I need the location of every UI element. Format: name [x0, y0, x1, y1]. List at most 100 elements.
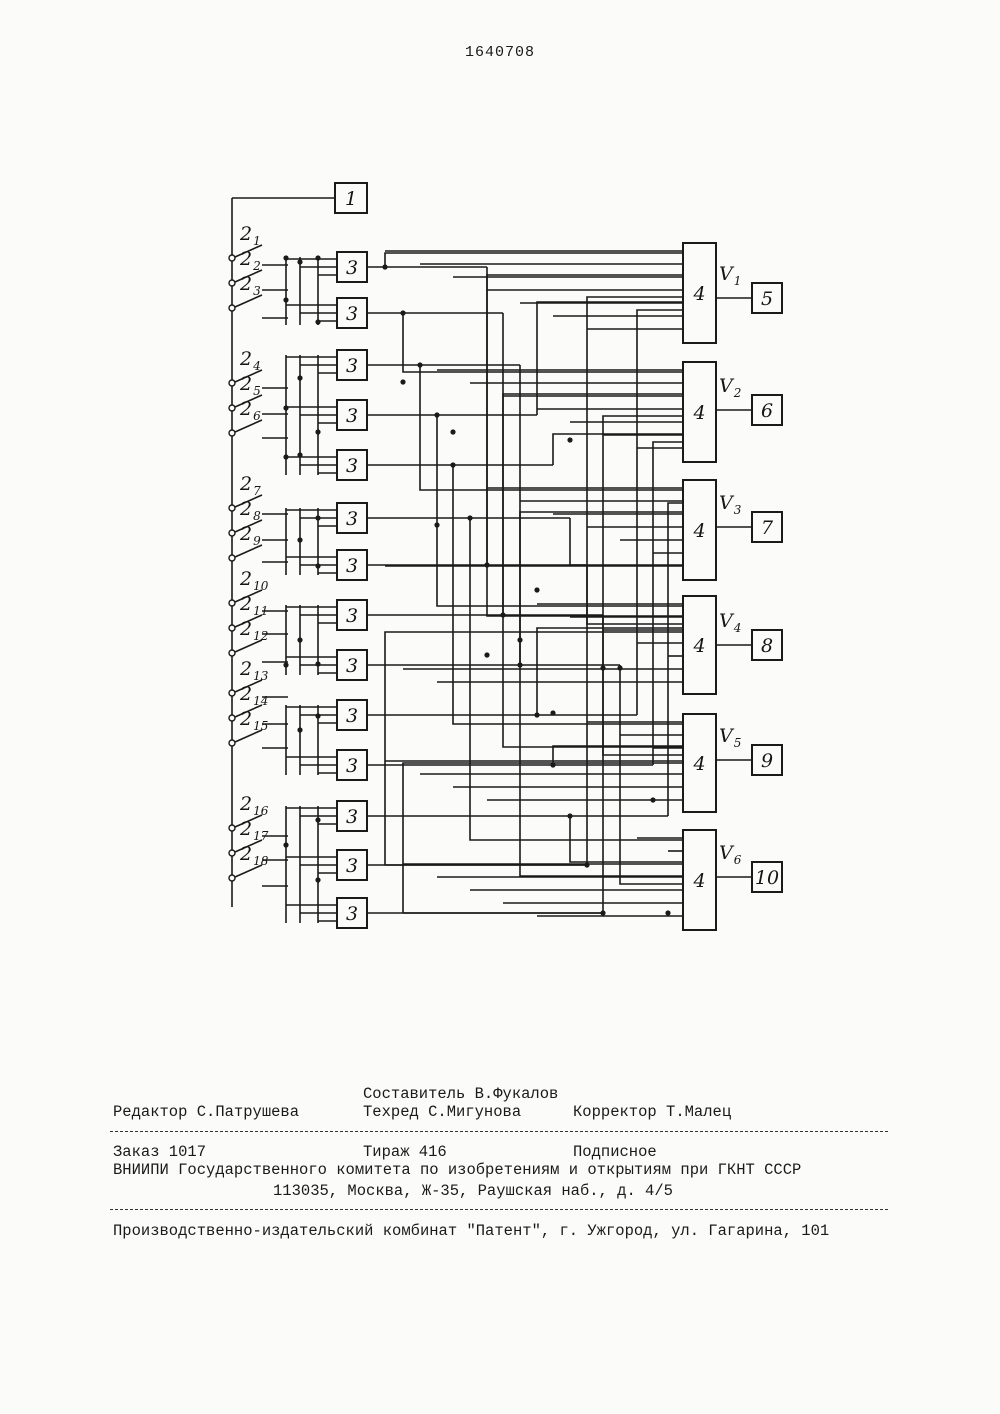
switch-contact: [229, 650, 235, 656]
junction-dot: [484, 652, 489, 657]
output-label: V6: [719, 842, 742, 867]
junction-dot: [434, 522, 439, 527]
combiner-4-label: 4: [692, 635, 705, 657]
junction-dot: [400, 310, 405, 315]
junction-dot: [297, 537, 302, 542]
institution-address: 113035, Москва, Ж-35, Раушская наб., д. …: [273, 1182, 673, 1200]
switch-label: 218: [239, 843, 269, 868]
switch-contact: [229, 505, 235, 511]
junction-dot: [600, 665, 605, 670]
gate-11-label: 3: [346, 755, 358, 777]
gate-3-label: 3: [346, 355, 358, 377]
junction-dot: [534, 712, 539, 717]
combiner-6: 4: [683, 830, 716, 930]
switch-label: 214: [239, 683, 268, 708]
switch-contact: [229, 530, 235, 536]
junction-dot: [484, 562, 489, 567]
switch-label: 25: [239, 373, 261, 398]
junction-dot: [283, 842, 288, 847]
junction-dot: [567, 813, 572, 818]
gate-9: 3: [337, 650, 367, 680]
junction-dot: [283, 297, 288, 302]
junction-dot: [315, 319, 320, 324]
gate-13-label: 3: [346, 855, 358, 877]
gate-12-label: 3: [346, 806, 358, 828]
switch-label: 24: [239, 348, 261, 373]
gate-12: 3: [337, 801, 367, 831]
indicator-6-label: 10: [755, 867, 779, 889]
switch-contact: [229, 875, 235, 881]
junction-dot: [517, 637, 522, 642]
switch-12: [229, 640, 288, 662]
source-block-label: 1: [345, 188, 357, 210]
publisher-line: Производственно-издательский комбинат "П…: [113, 1222, 829, 1240]
output-label: V2: [719, 375, 741, 400]
gate-5-label: 3: [346, 455, 358, 477]
junction-dot: [382, 264, 387, 269]
indicator-1: 5: [752, 283, 782, 313]
switch-label: 22: [239, 248, 261, 273]
gate-8: 3: [337, 600, 367, 630]
junction-dot: [297, 727, 302, 732]
gate-1: 3: [337, 252, 367, 282]
gate-3: 3: [337, 350, 367, 380]
output-label: V5: [719, 725, 741, 750]
switch-contact: [229, 255, 235, 261]
switch-3: [229, 295, 288, 318]
gate-10-label: 3: [346, 705, 358, 727]
switch-label: 210: [239, 568, 269, 593]
gate-9-label: 3: [346, 655, 358, 677]
junction-dot: [665, 910, 670, 915]
switch-label: 216: [239, 793, 269, 818]
switch-contact: [229, 600, 235, 606]
junction-dot: [315, 713, 320, 718]
switch-18: [229, 865, 288, 886]
switch-label: 211: [239, 593, 268, 618]
proofreader-credit: Корректор Т.Малец: [573, 1103, 731, 1121]
combiner-2: 4: [683, 362, 716, 462]
junction-dot: [500, 612, 505, 617]
junction-dot: [315, 429, 320, 434]
junction-dot: [283, 454, 288, 459]
switch-contact: [229, 555, 235, 561]
indicator-3-label: 7: [761, 517, 774, 539]
junction-dot: [550, 762, 555, 767]
switch-label: 217: [239, 818, 269, 843]
junction-dot: [297, 375, 302, 380]
switch-contact: [229, 825, 235, 831]
junction-dot: [283, 255, 288, 260]
junction-dot: [315, 563, 320, 568]
switch-contact: [229, 305, 235, 311]
combiner-5: 4: [683, 714, 716, 812]
junction-dot: [517, 662, 522, 667]
subscription-note: Подписное: [573, 1143, 657, 1161]
switch-contact: [229, 430, 235, 436]
junction-dot: [297, 452, 302, 457]
tech-editor-credit: Техред С.Мигунова: [363, 1103, 521, 1121]
gate-7: 3: [337, 550, 367, 580]
combiner-3: 4: [683, 480, 716, 580]
junction-dot: [297, 637, 302, 642]
gate-4: 3: [337, 400, 367, 430]
gate-14-label: 3: [346, 903, 358, 925]
indicator-3: 7: [752, 512, 782, 542]
switch-label: 215: [239, 708, 268, 733]
indicator-5: 9: [752, 745, 782, 775]
gate-13: 3: [337, 850, 367, 880]
indicator-4: 8: [752, 630, 782, 660]
combiner-5-label: 4: [692, 753, 705, 775]
junction-dot: [434, 412, 439, 417]
switch-label: 21: [239, 223, 261, 248]
switch-label: 23: [239, 273, 261, 298]
switch-label: 212: [239, 618, 268, 643]
junction-dot: [400, 379, 405, 384]
gate-14: 3: [337, 898, 367, 928]
indicator-5-label: 9: [761, 750, 773, 772]
circuit-diagram: 1212223242526272829210211212213214215216…: [0, 0, 1000, 1000]
combiner-4: 4: [683, 596, 716, 694]
combiner-1-label: 4: [692, 283, 705, 305]
switch-contact: [229, 280, 235, 286]
combiner-6-label: 4: [692, 870, 705, 892]
junction-dot: [297, 259, 302, 264]
junction-dot: [567, 437, 572, 442]
